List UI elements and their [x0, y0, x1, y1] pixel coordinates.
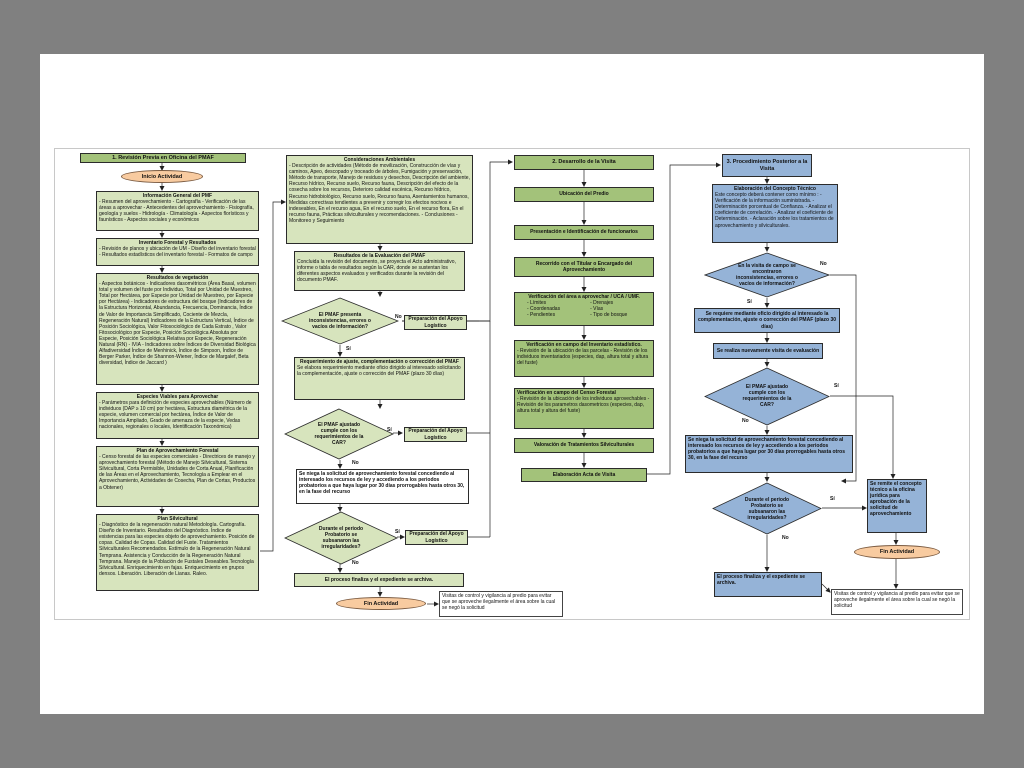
decision-visita-text: En la visita de campo se encontraron inc… — [736, 263, 798, 287]
plan-silvicultural-box: Plan Silvicultural - Diagnóstico de la r… — [96, 514, 259, 591]
decision-cumple-1: El PMAF ajustado cumple con los requerim… — [284, 408, 394, 460]
d5-si-label: Sí — [834, 383, 839, 389]
verificacion-area-drenajes: - Drenajes — [590, 300, 614, 307]
plan-aprovechamiento-title: Plan de Aprovechamiento Forestal — [136, 448, 219, 454]
inventario-title: Inventario Forestal y Resultados — [138, 240, 217, 246]
verificacion-area-left: - Límites - Coordenadas - Pendientes — [527, 300, 560, 318]
d2-si-label: Sí — [387, 427, 392, 433]
inventario-box: Inventario Forestal y Resultados - Revis… — [96, 238, 259, 266]
d5-no-label: No — [742, 418, 749, 424]
remite-box: Se remite el concepto técnico a la ofici… — [867, 479, 927, 533]
evaluacion-title: Resultados de la Evaluación del PMAF — [333, 253, 426, 259]
vegetacion-box: Resultados de vegetación - Aspectos botá… — [96, 273, 259, 385]
verificacion-area-pendientes: - Pendientes — [527, 312, 556, 319]
concepto-text: Este concepto deberá contener como mínim… — [715, 192, 834, 229]
verificacion-censo-title: Verificación en campo del Censo Forestal — [517, 390, 616, 396]
end-terminator-2: Fin Actividad — [854, 545, 940, 559]
decision-probatorio-2-text: Durante el periodo Probatorio se subsana… — [744, 496, 790, 521]
info-general-text: - Resumen del aprovechamiento - Cartogra… — [99, 199, 254, 224]
verificacion-censo-text: - Revisión de la ubicación de los indivi… — [517, 396, 650, 415]
requerimiento-title: Requerimiento de ajuste, complementación… — [300, 359, 459, 365]
archiva-box-2: El proceso finaliza y el expediente se a… — [714, 572, 822, 597]
plan-aprovechamiento-text: - Censo forestal de las especies comerci… — [99, 454, 256, 491]
verificacion-area-title: Verificación del área a aprovechar / UCA… — [528, 294, 640, 300]
d4-si-label: Sí — [747, 299, 752, 305]
step3-header: 3. Procedimiento Posterior a la Visita — [722, 154, 812, 177]
requiere-box: Se requiere mediante oficio dirigido al … — [694, 308, 840, 333]
visitas-note-1: Visitas de control y vigilancia al predi… — [439, 591, 563, 617]
verificacion-area-box: Verificación del área a aprovechar / UCA… — [514, 292, 654, 326]
plan-silvicultural-text: - Diagnóstico de la regeneración natural… — [99, 522, 255, 577]
ambientales-text: - Descripción de actividades (Método de … — [289, 163, 470, 224]
verificacion-area-tipo-bosque: - Tipo de bosque — [590, 312, 628, 319]
especies-text: - Parámetros para definición de especies… — [99, 400, 252, 431]
verificacion-area-vias: - Vías — [590, 306, 604, 313]
especies-title: Especies Viables para Aprovechar — [136, 394, 219, 400]
visitas-note-2: Visitas de control y vigilancia al predi… — [831, 589, 963, 615]
evaluacion-box: Resultados de la Evaluación del PMAF Con… — [294, 251, 465, 291]
start-terminator: Inicio Actividad — [121, 170, 203, 183]
info-general-box: Información General del PMF - Resumen de… — [96, 191, 259, 231]
niega-box-2: Se niega la solicitud de aprovechamiento… — [685, 435, 853, 473]
concepto-title: Elaboración del Concepto Técnico — [734, 186, 816, 192]
nueva-visita-box: Se realiza nuevamente visita de evaluaci… — [713, 343, 823, 359]
decision-probatorio-1-text: Durante el periodo Probatorio se subsana… — [318, 526, 364, 550]
prep-logistico-1: Preparación del Apoyo Logístico — [404, 315, 467, 330]
recorrido-box: Recorrido con el Titular o Encargado del… — [514, 257, 654, 277]
inventario-text: - Revisión de planos y ubicación de UM -… — [99, 246, 256, 259]
presentacion-box: Presentación e Identificación de funcion… — [514, 225, 654, 240]
requerimiento-box: Requerimiento de ajuste, complementación… — [294, 357, 465, 400]
plan-silvicultural-title: Plan Silvicultural — [157, 516, 198, 522]
d4-no-label: No — [820, 261, 827, 267]
decision-cumple-2-text: El PMAF ajustado cumple con los requerim… — [742, 384, 792, 408]
acta-box: Elaboración Acta de Visita — [521, 468, 647, 482]
decision-probatorio-2: Durante el periodo Probatorio se subsana… — [712, 482, 822, 535]
prep-logistico-2: Preparación del Apoyo Logístico — [404, 427, 467, 442]
verificacion-inventario-box: Verificación en campo del Inventario est… — [514, 340, 654, 377]
niega-box-1: Se niega la solicitud de aprovechamiento… — [296, 469, 469, 504]
vegetacion-title: Resultados de vegetación — [146, 275, 209, 281]
step1-header: 1. Revisión Previa en Oficina del PMAF — [80, 153, 246, 163]
d3-si-label: Sí — [395, 529, 400, 535]
verificacion-inventario-text: - Revisión de la ubicación de las parcel… — [517, 348, 649, 367]
d1-si-label: Sí — [346, 346, 351, 352]
verificacion-area-lists: - Límites - Coordenadas - Pendientes - D… — [517, 300, 651, 318]
ambientales-box: Consideraciones Ambientales - Descripció… — [286, 155, 473, 244]
ambientales-title: Consideraciones Ambientales — [343, 157, 416, 163]
verificacion-inventario-title: Verificación en campo del Inventario est… — [526, 342, 642, 348]
decision-cumple-2: El PMAF ajustado cumple con los requerim… — [704, 367, 830, 426]
d1-no-label: No — [395, 314, 402, 320]
d2-no-label: No — [352, 460, 359, 466]
d6-no-label: No — [782, 535, 789, 541]
archiva-box-1: El proceso finaliza y el expediente se a… — [294, 573, 464, 587]
especies-box: Especies Viables para Aprovechar - Parám… — [96, 392, 259, 439]
verificacion-area-coordenadas: - Coordenadas — [527, 306, 561, 313]
end-terminator-1: Fin Actividad — [336, 597, 426, 610]
verificacion-area-limites: - Límites — [527, 300, 547, 307]
d6-si-label: Sí — [830, 496, 835, 502]
decision-probatorio-1: Durante el periodo Probatorio se subsana… — [284, 511, 398, 565]
ubicacion-box: Ubicación del Predio — [514, 187, 654, 202]
decision-cumple-1-text: El PMAF ajustado cumple con los requerim… — [314, 422, 364, 446]
valoracion-box: Valoración de Tratamientos Silvicultural… — [514, 438, 654, 453]
vegetacion-text: - Aspectos botánicos - Indicadores dasom… — [99, 281, 256, 367]
d3-no-label: No — [352, 560, 359, 566]
concepto-box: Elaboración del Concepto Técnico Este co… — [712, 184, 838, 243]
decision-inconsistencias: El PMAF presenta inconsistencias, errore… — [281, 297, 399, 345]
verificacion-censo-box: Verificación en campo del Censo Forestal… — [514, 388, 654, 429]
verificacion-area-right: - Drenajes - Vías - Tipo de bosque — [590, 300, 627, 318]
info-general-title: Información General del PMF — [142, 193, 213, 199]
evaluacion-text: Concluida la revisión del documento, se … — [297, 259, 456, 284]
plan-aprovechamiento-box: Plan de Aprovechamiento Forestal - Censo… — [96, 446, 259, 507]
decision-inconsistencias-text: El PMAF presenta inconsistencias, errore… — [309, 312, 371, 330]
decision-visita-inconsistencias: En la visita de campo se encontraron inc… — [704, 252, 830, 298]
step2-header: 2. Desarrollo de la Visita — [514, 155, 654, 170]
prep-logistico-3: Preparación del Apoyo Logístico — [405, 530, 468, 545]
requerimiento-text: Se elabora requerimiento mediante oficio… — [297, 365, 461, 378]
